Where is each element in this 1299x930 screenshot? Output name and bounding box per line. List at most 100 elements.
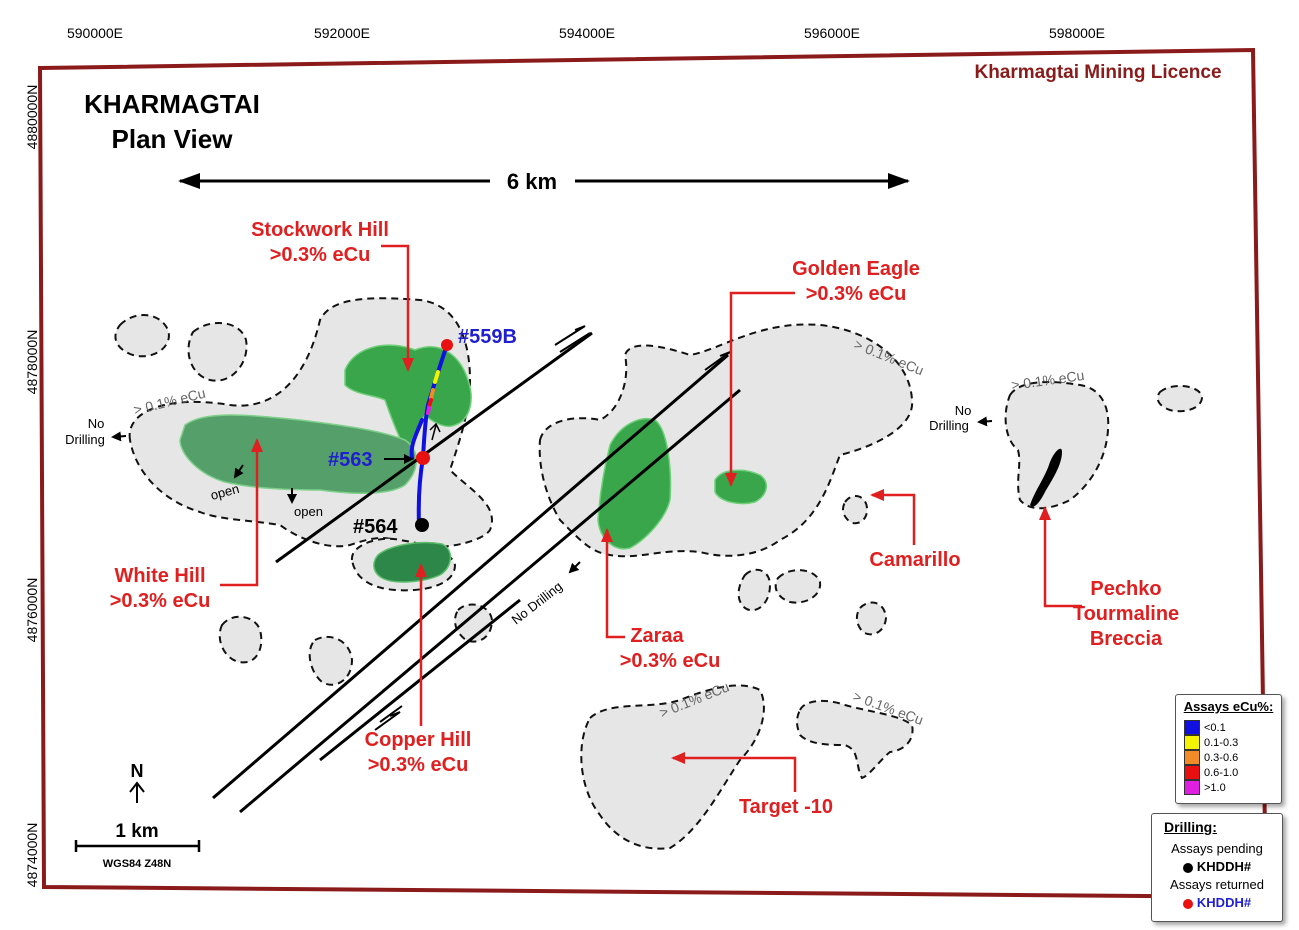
- assay-legend-label: <0.1: [1204, 721, 1226, 734]
- x-label-596000: 596000E: [804, 25, 860, 41]
- svg-text:>0.3% eCu: >0.3% eCu: [110, 590, 211, 612]
- open-label-1: open: [209, 481, 241, 503]
- returned-item: KHDDH#: [1152, 895, 1282, 910]
- assay-legend-item: <0.1: [1184, 720, 1281, 735]
- svg-text:Zaraa: Zaraa: [630, 625, 684, 647]
- pechko-breccia-body: [1030, 448, 1062, 507]
- target-pechko: Pechko Tourmaline Breccia: [1073, 578, 1179, 650]
- svg-text:>0.3% eCu: >0.3% eCu: [806, 283, 907, 305]
- svg-text:>0.3% eCu: >0.3% eCu: [368, 754, 469, 776]
- fault-line-2: [212, 353, 729, 800]
- y-grid-labels: 4880000N 4878000N 4876000N 4874000N: [24, 85, 40, 888]
- grey-zone-target10: [580, 684, 765, 850]
- assay-color-swatch: [1184, 750, 1200, 765]
- red-dot-icon: [1182, 898, 1193, 909]
- svg-text:White Hill: White Hill: [114, 565, 205, 587]
- grey-zone-sw-small: [218, 615, 263, 664]
- grey-zone-far-east-small: [1156, 384, 1203, 413]
- collar-563[interactable]: [416, 451, 430, 465]
- target-copper-hill: Copper Hill >0.3% eCu: [365, 729, 472, 776]
- collar-559b[interactable]: [441, 339, 453, 351]
- svg-text:>0.3% eCu: >0.3% eCu: [620, 650, 721, 672]
- svg-text:Breccia: Breccia: [1090, 628, 1163, 650]
- target-camarillo: Camarillo: [869, 549, 960, 571]
- licence-label: Kharmagtai Mining Licence: [974, 62, 1221, 83]
- arrow-pechko: [1039, 506, 1082, 608]
- scale-bar-label: 1 km: [115, 821, 158, 842]
- svg-text:>0.3% eCu: >0.3% eCu: [270, 244, 371, 266]
- target-target10: Target -10: [739, 796, 833, 818]
- distance-label: 6 km: [507, 169, 557, 194]
- svg-text:No: No: [88, 416, 105, 431]
- svg-text:Stockwork Hill: Stockwork Hill: [251, 219, 389, 241]
- target-zaraa: Zaraa >0.3% eCu: [620, 625, 721, 672]
- assay-legend-item: 0.1-0.3: [1184, 735, 1281, 750]
- hole-label-563: #563: [328, 449, 373, 471]
- svg-text:Pechko: Pechko: [1090, 578, 1161, 600]
- assay-legend-label: 0.1-0.3: [1204, 736, 1239, 749]
- assay-legend-item: 0.3-0.6: [1184, 750, 1281, 765]
- grey-zone-pechko: [1004, 381, 1110, 510]
- grey-zone-east-low: [796, 699, 914, 780]
- assay-color-swatch: [1184, 735, 1200, 750]
- x-label-598000: 598000E: [1049, 25, 1105, 41]
- north-label: N: [131, 761, 144, 781]
- target-stockwork-hill: Stockwork Hill >0.3% eCu: [251, 219, 389, 266]
- arrow-stockwork-hill: [381, 244, 414, 372]
- drilling-legend-title: Drilling:: [1164, 819, 1217, 835]
- hole-label-564: #564: [353, 516, 398, 538]
- grey-zone-se-small1: [737, 568, 772, 612]
- grey-zone-camarillo: [841, 495, 869, 525]
- green-zone-golden-eagle: [714, 469, 767, 505]
- target-golden-eagle: Golden Eagle >0.3% eCu: [792, 258, 920, 305]
- assay-legend-label: 0.3-0.6: [1204, 751, 1239, 764]
- pending-id: KHDDH#: [1196, 859, 1252, 874]
- y-label-4876000: 4876000N: [24, 578, 40, 643]
- arrow-golden-eagle: [725, 291, 795, 487]
- fault-line-3: [239, 388, 741, 814]
- map-title-line1: KHARMAGTAI: [84, 89, 260, 119]
- pending-item: KHDDH#: [1152, 859, 1282, 874]
- y-label-4880000: 4880000N: [24, 85, 40, 150]
- target-white-hill: White Hill >0.3% eCu: [110, 565, 211, 612]
- svg-text:Tourmaline: Tourmaline: [1073, 603, 1179, 625]
- no-drilling-east-arrow: [977, 416, 993, 427]
- y-label-4878000: 4878000N: [24, 330, 40, 395]
- pending-label: Assays pending: [1171, 841, 1263, 856]
- returned-label: Assays returned: [1170, 877, 1264, 892]
- black-dot-icon: [1182, 862, 1193, 873]
- svg-text:Drilling: Drilling: [929, 418, 969, 433]
- assay-legend-items: <0.1 0.1-0.3 0.3-0.6 0.6-1.0 >1.0: [1176, 720, 1281, 795]
- north-arrow-icon: [129, 781, 145, 803]
- assay-color-swatch: [1184, 765, 1200, 780]
- trace-559b-assay-yellow: [433, 370, 440, 384]
- x-label-592000: 592000E: [314, 25, 370, 41]
- svg-text:Copper Hill: Copper Hill: [365, 729, 472, 751]
- assay-legend-item: 0.6-1.0: [1184, 765, 1281, 780]
- svg-text:Drilling: Drilling: [65, 432, 105, 447]
- grey-zone-small-nw2: [187, 321, 248, 382]
- assay-color-swatch: [1184, 780, 1200, 795]
- arrow-white-hill: [220, 438, 263, 587]
- arrow-target10: [671, 752, 797, 792]
- grey-zone-se-small3: [855, 601, 888, 636]
- collar-564[interactable]: [415, 518, 429, 532]
- no-drilling-west-arrow: [111, 431, 127, 442]
- assay-legend-item: >1.0: [1184, 780, 1281, 795]
- no-drilling-east: No Drilling: [929, 403, 971, 433]
- grey-zone-mid-small: [453, 603, 494, 643]
- arrow-zaraa: [601, 528, 625, 639]
- hole-label-559b: #559B: [458, 326, 517, 348]
- trace-559b-assay-orange: [429, 388, 435, 400]
- assay-color-swatch: [1184, 720, 1200, 735]
- assay-legend-label: 0.6-1.0: [1204, 766, 1239, 779]
- assay-legend-label: >1.0: [1204, 781, 1226, 794]
- svg-text:No: No: [955, 403, 972, 418]
- grey-zone-sw-small2: [308, 635, 354, 686]
- scale-bar: [74, 840, 201, 852]
- no-drilling-diagonal-arrow: [568, 561, 581, 574]
- datum-label: WGS84 Z48N: [103, 858, 172, 870]
- x-label-594000: 594000E: [559, 25, 615, 41]
